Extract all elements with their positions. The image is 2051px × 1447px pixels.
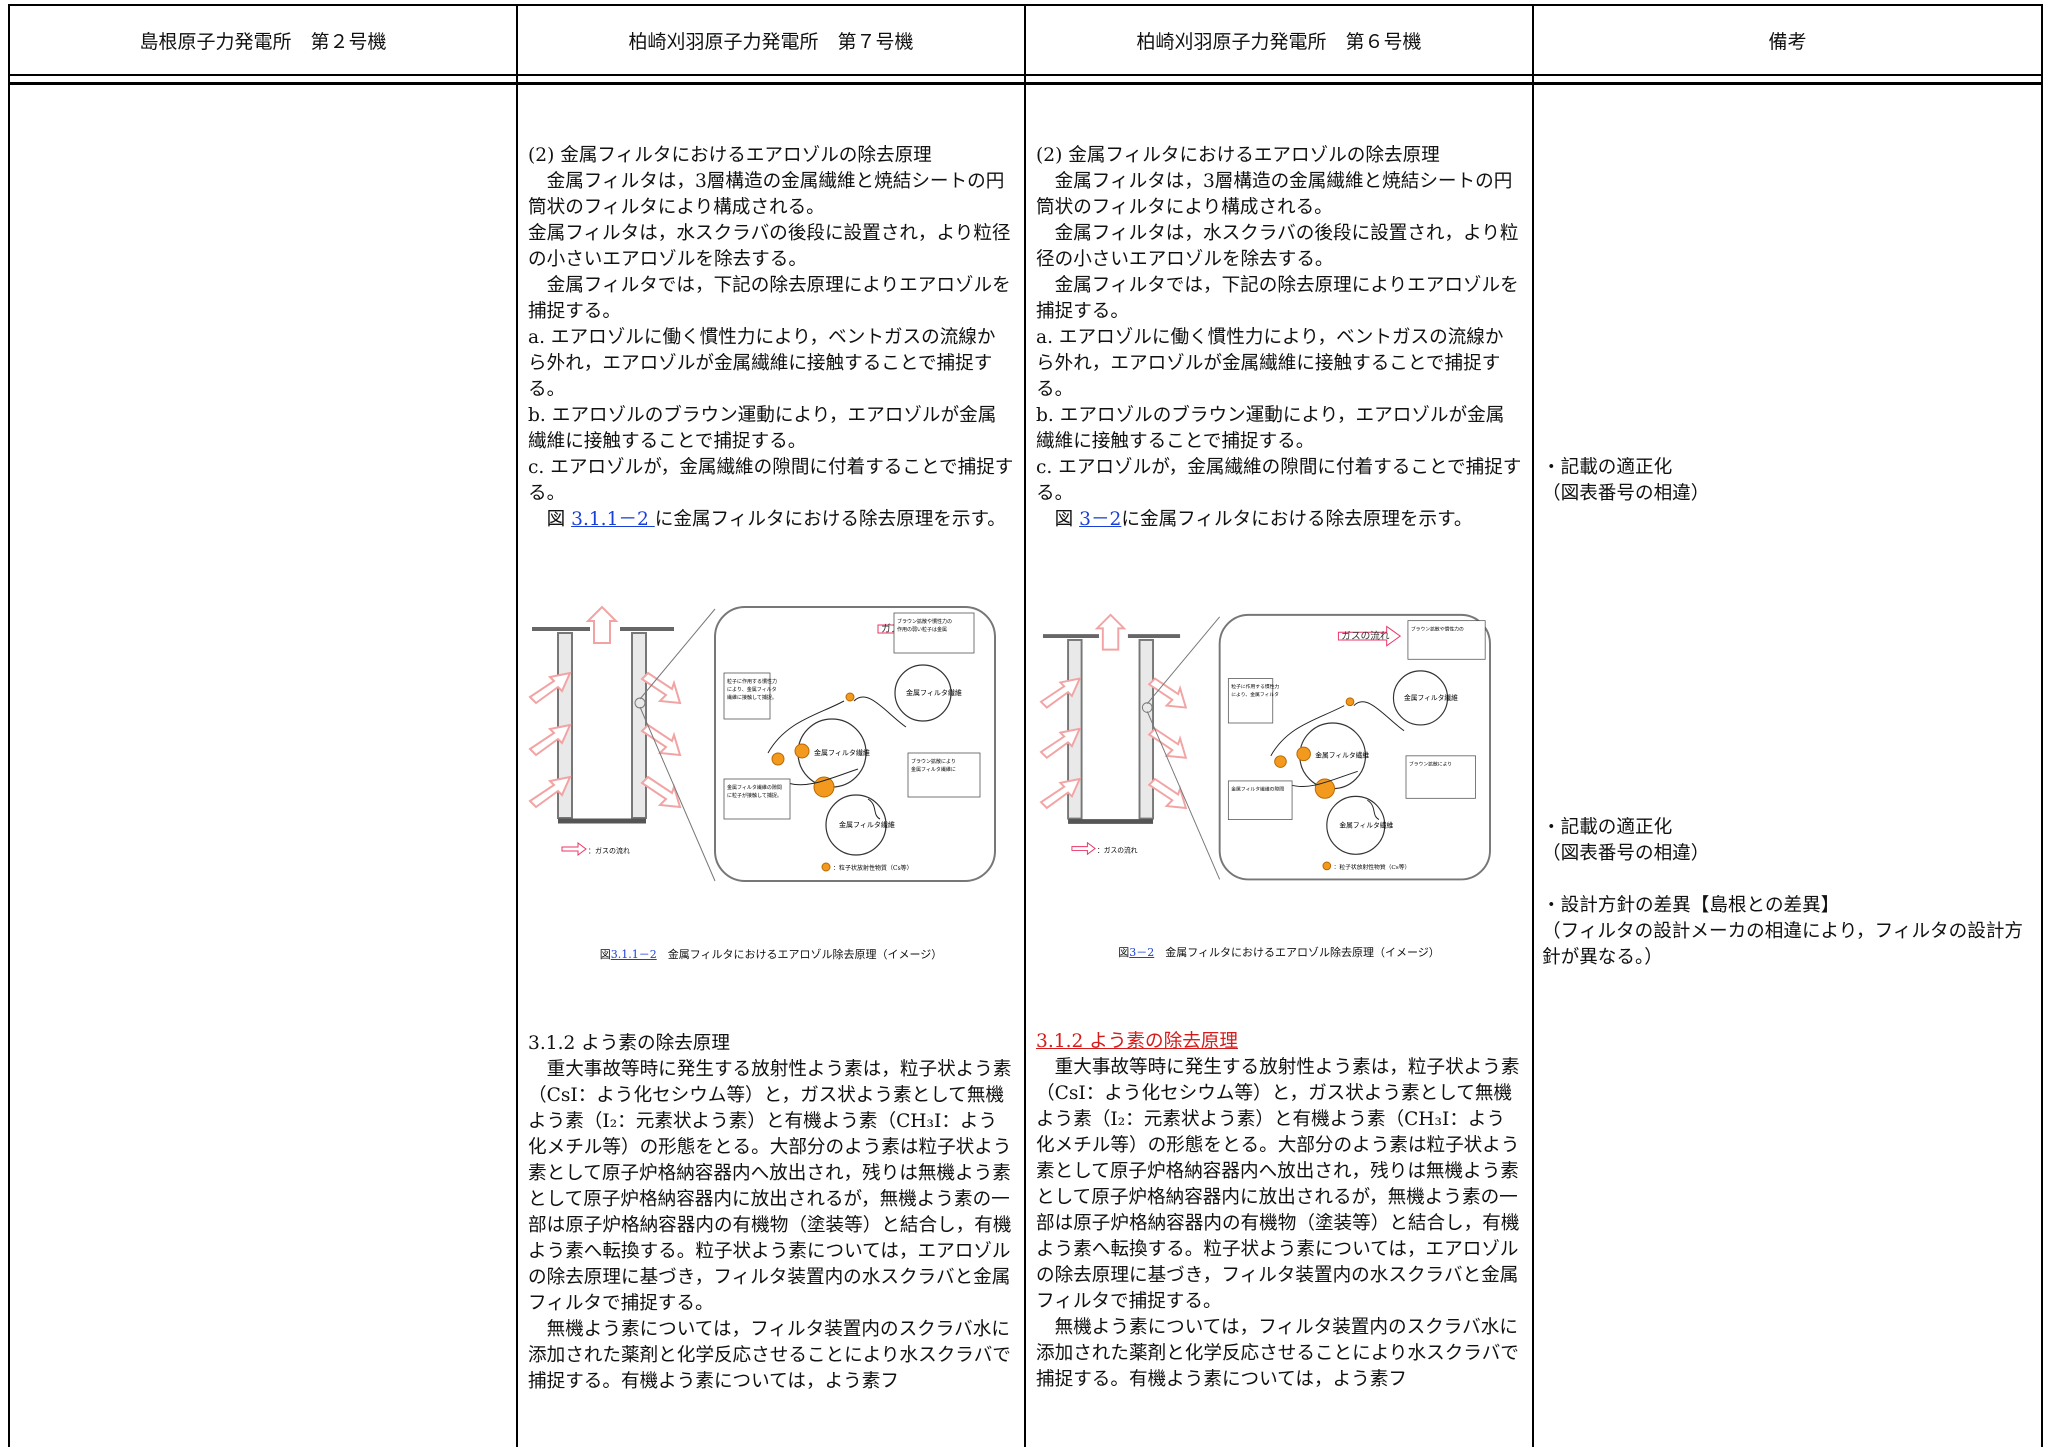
kk6-metal-filter-text: (2) 金属フィルタにおけるエアロゾルの除去原理 金属フィルタは，3層構造の金属…: [1036, 143, 1522, 507]
kk6-iodine-heading: 3.1.2 よう素の除去原理: [1036, 1029, 1522, 1055]
svg-text:ガスの流れ: ガスの流れ: [1341, 630, 1390, 642]
svg-text:金属フィルタ繊維: 金属フィルタ繊維: [906, 688, 962, 697]
kk7-iodine-text: 重大事故等時に発生する放射性よう素は，粒子状よう素（CsI：よう化セシウム等）と…: [528, 1057, 1014, 1395]
content-row: (2) 金属フィルタにおけるエアロゾルの除去原理 金属フィルタは，3層構造の金属…: [9, 84, 2042, 1447]
svg-text:：粒子状放射性物質（Cs等）: ：粒子状放射性物質（Cs等）: [1334, 863, 1411, 871]
comparison-table: 島根原子力発電所 第２号機 柏崎刈羽原子力発電所 第７号機 柏崎刈羽原子力発電所…: [8, 4, 2043, 1447]
svg-text:により、金属フィルタ: により、金属フィルタ: [1231, 691, 1279, 698]
svg-text:ブラウン拡散や慣性力の: ブラウン拡散や慣性力の: [897, 618, 952, 625]
kk6-figure-reference-line: 図 3－2に金属フィルタにおける除去原理を示す。: [1036, 507, 1522, 533]
kk7-metal-filter-text: (2) 金属フィルタにおけるエアロゾルの除去原理 金属フィルタは，3層構造の金属…: [528, 143, 1014, 507]
svg-text:作用の弱い粒子は金属: 作用の弱い粒子は金属: [897, 626, 947, 633]
svg-text:ブラウン拡散により: ブラウン拡散により: [911, 758, 956, 765]
svg-text:に粒子が接触して捕捉。: に粒子が接触して捕捉。: [727, 792, 782, 799]
svg-text:金属フィルタ繊維: 金属フィルタ繊維: [1339, 820, 1393, 829]
header-remarks: 備考: [1533, 5, 2042, 75]
kk7-figure-caption: 図3.1.1－2 金属フィルタにおけるエアロゾル除去原理（イメージ）: [528, 947, 1014, 963]
svg-text:金属フィルタ繊維の隙間: 金属フィルタ繊維の隙間: [727, 784, 782, 791]
kk6-caption-link[interactable]: 3－2: [1129, 946, 1154, 959]
svg-text:金属フィルタ繊維: 金属フィルタ繊維: [1404, 693, 1458, 702]
svg-text:ブラウン拡散や慣性力の: ブラウン拡散や慣性力の: [1411, 625, 1464, 632]
kk7-caption-link[interactable]: 3.1.1－2: [611, 948, 657, 961]
kk6-column: (2) 金属フィルタにおけるエアロゾルの除去原理 金属フィルタは，3層構造の金属…: [1025, 84, 1533, 1447]
kk7-column: (2) 金属フィルタにおけるエアロゾルの除去原理 金属フィルタは，3層構造の金属…: [517, 84, 1025, 1447]
header-shimane-unit2: 島根原子力発電所 第２号機: [9, 5, 517, 75]
gas-flow-arrows: [530, 607, 680, 807]
svg-text:金属フィルタ繊維: 金属フィルタ繊維: [839, 820, 895, 829]
remark-figure-number-2: ・記載の適正化 （図表番号の相違）: [1542, 815, 1709, 867]
kk6-figure-link[interactable]: 3－2: [1079, 509, 1121, 530]
svg-text:粒子に作用する慣性力: 粒子に作用する慣性力: [727, 678, 777, 685]
svg-text:金属フィルタ繊維に: 金属フィルタ繊維に: [911, 766, 956, 773]
remark-design-policy: ・設計方針の差異【島根との差異】 （フィルタの設計メーカの相違により，フィルタの…: [1542, 893, 2032, 971]
header-kk-unit6: 柏崎刈羽原子力発電所 第６号機: [1025, 5, 1533, 75]
svg-text:粒子に作用する慣性力: 粒子に作用する慣性力: [1231, 683, 1279, 690]
header-kk-unit7: 柏崎刈羽原子力発電所 第７号機: [517, 5, 1025, 75]
svg-text:繊維に接触して捕捉。: 繊維に接触して捕捉。: [727, 694, 777, 701]
kk7-figure-reference-line: 図 3.1.1－2 に金属フィルタにおける除去原理を示す。: [528, 507, 1014, 533]
header-row: 島根原子力発電所 第２号機 柏崎刈羽原子力発電所 第７号機 柏崎刈羽原子力発電所…: [9, 5, 2042, 75]
kk7-figure-link[interactable]: 3.1.1－2: [571, 509, 655, 530]
kk6-figure-caption: 図3－2 金属フィルタにおけるエアロゾル除去原理（イメージ）: [1036, 945, 1522, 961]
svg-text:：粒子状放射性物質（Cs等）: ：粒子状放射性物質（Cs等）: [833, 864, 913, 872]
svg-text:ブラウン拡散により: ブラウン拡散により: [1409, 760, 1452, 767]
svg-text:金属フィルタ繊維の隙間: 金属フィルタ繊維の隙間: [1231, 786, 1284, 793]
comparison-page: 島根原子力発電所 第２号機 柏崎刈羽原子力発電所 第７号機 柏崎刈羽原子力発電所…: [0, 0, 2051, 1258]
svg-text:：ガスの流れ: ：ガスの流れ: [1097, 845, 1138, 854]
shimane-column: [9, 84, 517, 1447]
svg-text:金属フィルタ繊維: 金属フィルタ繊維: [814, 748, 870, 757]
kk7-iodine-heading: 3.1.2 よう素の除去原理: [528, 1031, 1014, 1057]
remarks-column: ・記載の適正化 （図表番号の相違） ・記載の適正化 （図表番号の相違） ・設計方…: [1533, 84, 2042, 1447]
kk7-metal-filter-diagram: ガスの流れ 金属フィルタ繊維 金属フィルタ繊維 金属フィルタ繊維: [528, 603, 998, 893]
svg-text:金属フィルタ繊維: 金属フィルタ繊維: [1315, 751, 1369, 760]
remark-figure-number-1: ・記載の適正化 （図表番号の相違）: [1542, 455, 1709, 507]
svg-text:により、金属フィルタ: により、金属フィルタ: [727, 686, 777, 693]
svg-text:：ガスの流れ: ：ガスの流れ: [588, 846, 630, 855]
kk6-iodine-text: 重大事故等時に発生する放射性よう素は，粒子状よう素（CsI：よう化セシウム等）と…: [1036, 1055, 1522, 1393]
kk6-metal-filter-diagram: ガスの流れ 金属フィルタ繊維 金属フィルタ繊維 金属フィルタ繊維: [1036, 611, 1496, 891]
